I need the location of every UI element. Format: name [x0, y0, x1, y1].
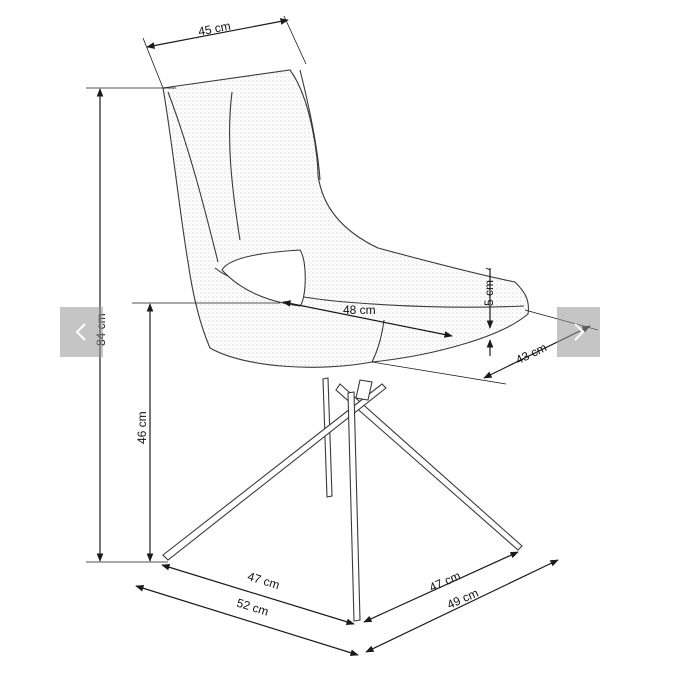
gallery-prev-button[interactable]: [60, 307, 103, 357]
chair-legs: [162, 377, 523, 622]
dim-label-seat-thickness: 5 cm: [482, 280, 496, 306]
dim-label-base-right: 47 cm: [427, 569, 463, 595]
back-handle-cutout: [221, 249, 306, 307]
dim-label-seat-width: 43 cm: [513, 340, 549, 367]
chevron-left-icon: [75, 323, 86, 341]
dim-line-footprint-right: [365, 559, 559, 653]
dim-label-seat-depth: 48 cm: [343, 303, 376, 317]
chair-shell: [162, 69, 529, 368]
dim-line-seat-depth: [282, 300, 453, 338]
dim-label-footprint-left: 52 cm: [235, 596, 270, 619]
dim-line-width-top: [146, 18, 289, 49]
dimension-lines: [86, 15, 599, 656]
chair-illustration: [162, 69, 529, 622]
dim-label-width-top: 45 cm: [197, 19, 232, 39]
dim-label-footprint-right: 49 cm: [445, 586, 481, 612]
chevron-right-icon: [574, 323, 585, 341]
gallery-next-button[interactable]: [557, 307, 600, 357]
dim-line-footprint-left: [135, 585, 359, 656]
dim-label-seat-height: 46 cm: [135, 411, 149, 444]
dim-label-base-left: 47 cm: [246, 569, 281, 592]
